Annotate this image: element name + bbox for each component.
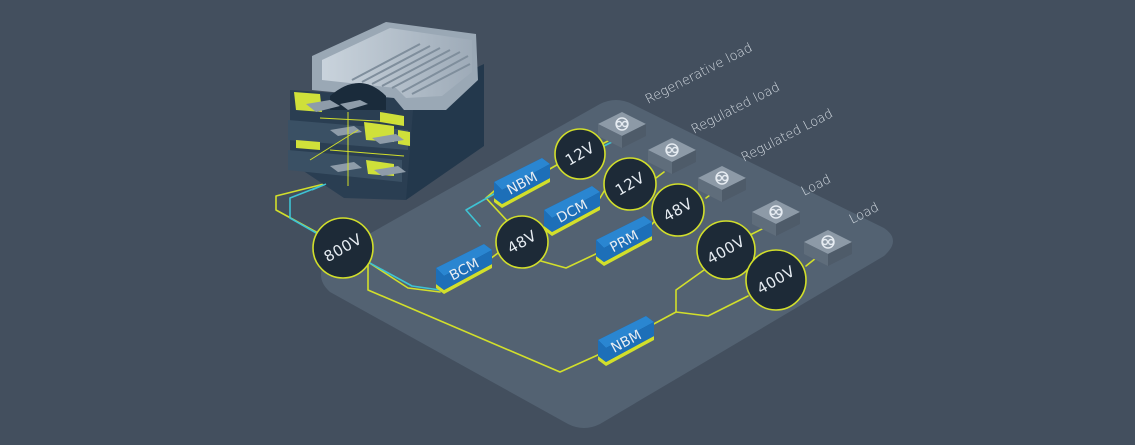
node-48v-out: 48V xyxy=(651,183,705,237)
load-coil-icon xyxy=(665,143,679,157)
wire-400v-to-load-b xyxy=(805,257,817,267)
load-label-regulated-1: Regulated load xyxy=(689,80,783,138)
wire-12v-to-reg-load xyxy=(655,171,665,179)
wire-cyan-nbm xyxy=(465,193,495,227)
wire-nbm-to-400v-b xyxy=(675,295,749,317)
module-bcm: BCM xyxy=(436,244,492,294)
load-coil-icon xyxy=(715,171,729,185)
wire-feed-to-nbm-bottom xyxy=(367,261,601,373)
power-module-enclosure xyxy=(288,22,484,200)
load-box-4 xyxy=(752,200,800,236)
load-box-regenerative xyxy=(598,112,646,148)
load-label-regulated-2: Regulated Load xyxy=(739,106,836,165)
node-12v-b: 12V xyxy=(603,157,657,211)
load-coil-icon xyxy=(769,205,783,219)
load-box-regulated-1 xyxy=(648,138,696,174)
load-coil-icon xyxy=(821,235,835,249)
module-dcm: DCM xyxy=(544,186,600,236)
load-label-regenerative: Regenerative load xyxy=(643,41,755,108)
node-12v-a: 12V xyxy=(554,128,606,180)
load-coil-icon xyxy=(615,117,629,131)
load-box-regulated-2 xyxy=(698,166,746,202)
module-nbm-bottom: NBM xyxy=(598,316,654,366)
wire-nbm-to-400v xyxy=(649,269,705,327)
node-400v-b: 400V xyxy=(745,249,807,311)
node-400v-a: 400V xyxy=(696,220,756,280)
module-prm: PRM xyxy=(596,216,652,266)
wire-48v-to-prm xyxy=(529,251,601,269)
node-bus-48v: 48V xyxy=(495,215,549,269)
load-box-5 xyxy=(804,230,852,266)
node-800v: 800V xyxy=(312,217,374,279)
